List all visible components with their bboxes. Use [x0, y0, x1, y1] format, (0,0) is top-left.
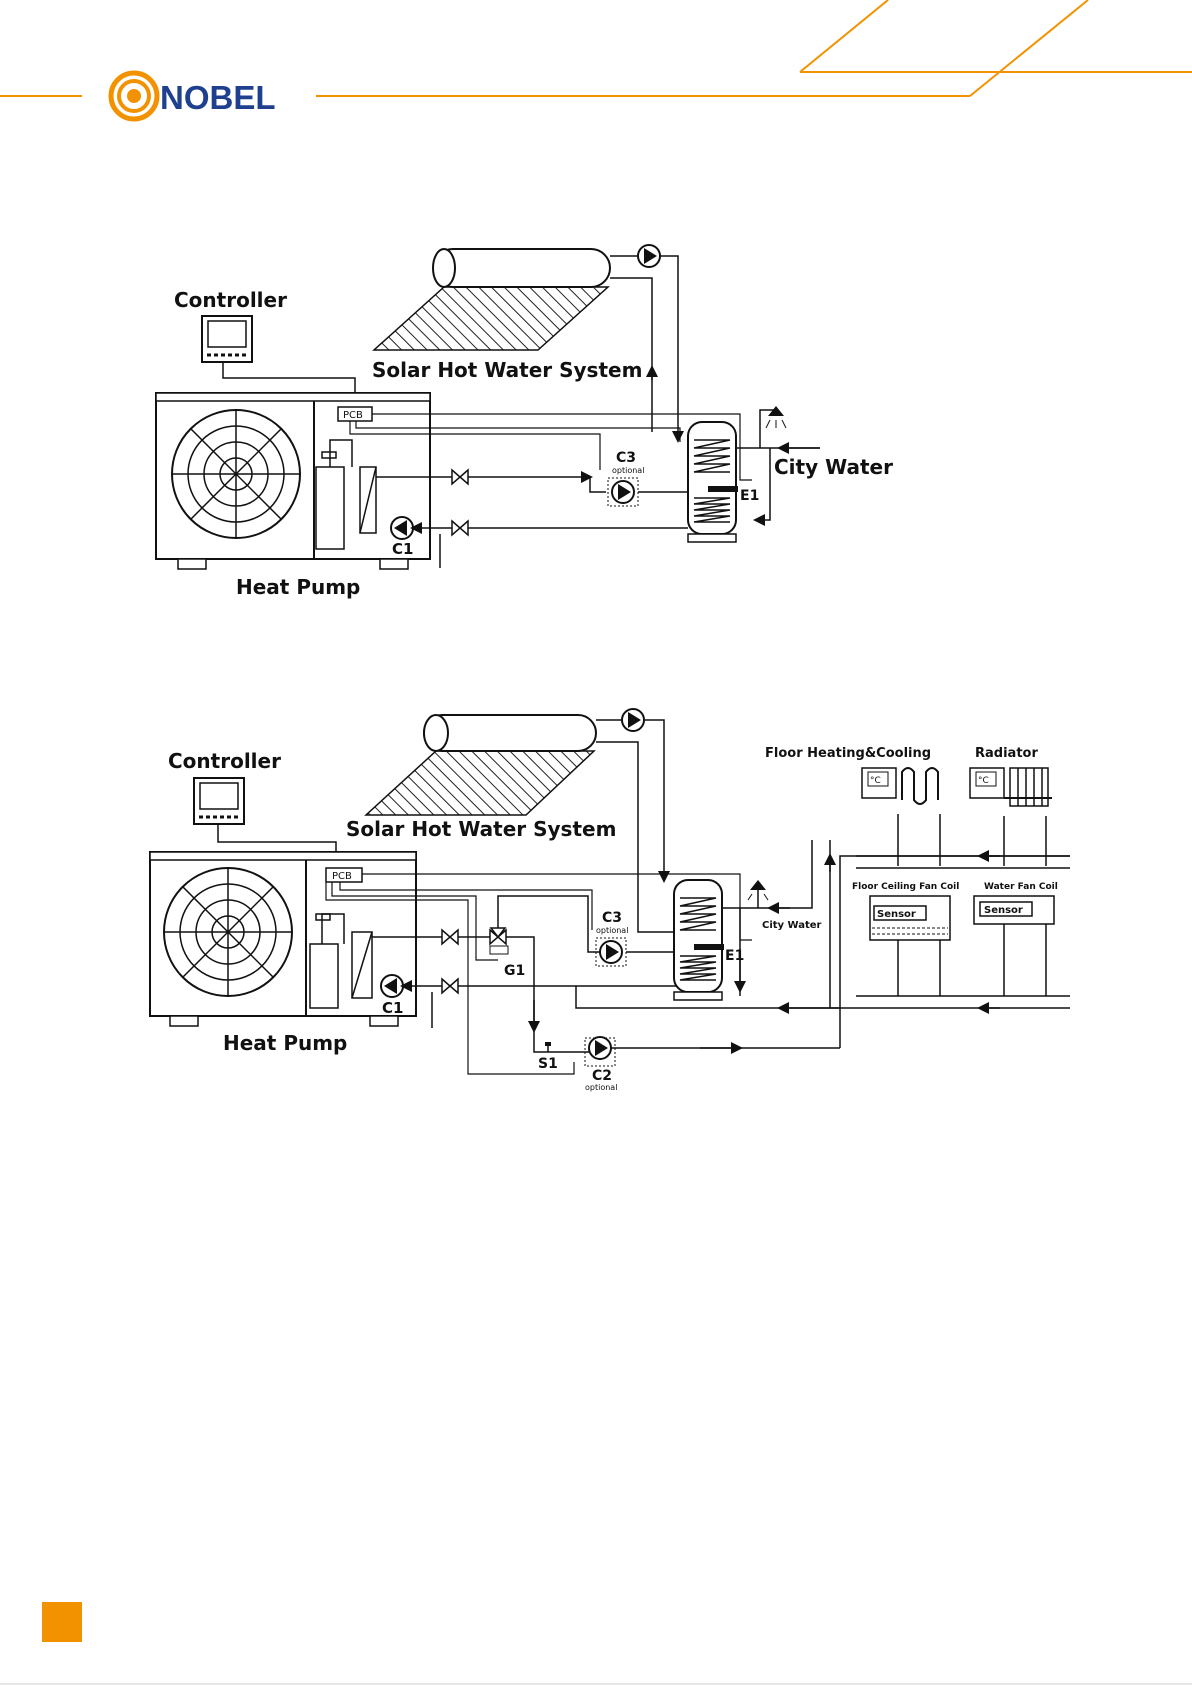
- c2-label: C2: [592, 1068, 612, 1084]
- g1-label: G1: [504, 963, 525, 979]
- heat-pump-unit-1: [156, 393, 430, 569]
- pcb-box-1: PCB: [338, 407, 372, 421]
- floor-heating-label: Floor Heating&Cooling: [765, 746, 931, 761]
- solar-collector-1: [374, 249, 610, 350]
- city-water-label-1: City Water: [774, 455, 893, 479]
- pump-c3-icon-2: [596, 938, 626, 966]
- thermostat-label-2: °C: [978, 776, 989, 786]
- city-water-label-2: City Water: [762, 920, 822, 931]
- floor-fan-coil-label: Floor Ceiling Fan Coil: [852, 882, 959, 892]
- c3-label-2: C3: [602, 910, 622, 926]
- c3-note-2: optional: [596, 926, 628, 935]
- controller-icon-1: [202, 316, 252, 362]
- heat-pump-label-1: Heat Pump: [236, 575, 360, 599]
- solar-pump-icon-2: [622, 709, 644, 731]
- e1-label-2: E1: [725, 948, 744, 964]
- c1-label-1: C1: [392, 540, 413, 558]
- heat-pump-unit-2: [150, 852, 416, 1026]
- shower-icon-2: [748, 880, 768, 900]
- fan-icon-2: [164, 868, 292, 996]
- solar-label-2: Solar Hot Water System: [346, 817, 616, 841]
- pump-c1-icon-1: [391, 517, 413, 539]
- valve-icon-1a: [452, 470, 468, 484]
- pcb-box-2: PCB: [326, 868, 362, 882]
- pump-c2-icon: [585, 1037, 615, 1066]
- water-fan-coil-label: Water Fan Coil: [984, 882, 1058, 892]
- c3-note-1: optional: [612, 466, 644, 475]
- c3-label-1: C3: [616, 450, 636, 466]
- sensor-s1-icon: [545, 1042, 551, 1052]
- e1-label-1: E1: [740, 488, 759, 504]
- pcb-label-2: PCB: [332, 871, 352, 882]
- radiator-label: Radiator: [975, 746, 1038, 761]
- pump-c1-icon-2: [381, 975, 403, 997]
- page-marker: [42, 1602, 82, 1642]
- controller-label-1: Controller: [174, 288, 287, 312]
- pcb-label-1: PCB: [343, 410, 363, 421]
- brand-name: NOBEL: [160, 79, 276, 116]
- diagram-2: Solar Hot Water System Controller: [150, 709, 1070, 1092]
- heat-pump-label-2: Heat Pump: [223, 1031, 347, 1055]
- solar-label-1: Solar Hot Water System: [372, 358, 642, 382]
- controller-label-2: Controller: [168, 749, 281, 773]
- storage-tank-1: [688, 422, 738, 542]
- valve-icon-2b: [442, 979, 458, 993]
- brand-logo: NOBEL: [111, 73, 276, 119]
- storage-tank-2: [674, 880, 724, 1000]
- diagram-1: Solar Hot Water System Controller: [156, 245, 893, 599]
- sensor-label-2: Sensor: [984, 905, 1023, 916]
- valve-icon-2a: [442, 930, 458, 944]
- pump-c3-icon-1: [608, 478, 638, 506]
- thermostat-label-1: °C: [870, 776, 881, 786]
- sensor-label-1: Sensor: [877, 909, 916, 920]
- logo-core: [127, 89, 141, 103]
- floor-heating-icon: °C: [862, 768, 940, 866]
- valve-icon-1b: [452, 521, 468, 535]
- solar-collector-2: [366, 715, 596, 815]
- s1-label: S1: [538, 1056, 558, 1072]
- radiator-icon: °C: [970, 768, 1052, 866]
- c2-note: optional: [585, 1083, 617, 1092]
- solar-pump-icon-1: [638, 245, 660, 267]
- controller-icon-2: [194, 778, 244, 824]
- fan-icon-1: [172, 410, 300, 538]
- c1-label-2: C1: [382, 999, 403, 1017]
- three-way-valve-g1-icon: [490, 928, 508, 954]
